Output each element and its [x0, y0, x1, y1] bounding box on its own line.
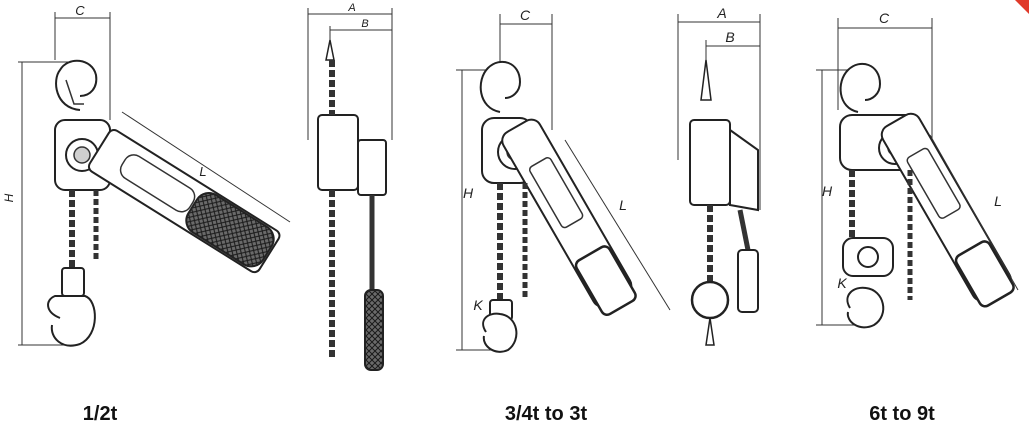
top-hook [55, 59, 98, 111]
lever-handle [87, 129, 281, 274]
knurled-grip [185, 192, 275, 268]
front-view-9t: C H L K [816, 10, 1019, 329]
figure-three-quarter-to-three-ton: C H L K [456, 5, 761, 425]
figure-six-to-nine-ton: C H L K 6t to 9t [816, 10, 1019, 425]
dim-label-k: K [473, 297, 483, 313]
dim-label-l: L [199, 164, 206, 179]
dim-label-k: K [837, 275, 847, 291]
bottom-hook [482, 312, 518, 353]
figure-half-ton: C H L [2, 2, 393, 425]
dim-l-line [929, 134, 1019, 291]
dim-label-b: B [361, 18, 368, 30]
caption-half-ton: 1/2t [83, 403, 118, 425]
side-view-half-ton: A B [307, 2, 393, 371]
dim-label-a: A [716, 5, 726, 21]
front-view-half-ton: C H L [2, 3, 291, 347]
side-body [689, 119, 731, 206]
caption-three-quarter-to-three-ton: 3/4t to 3t [505, 403, 588, 425]
dim-label-a: A [347, 2, 355, 14]
lever-handle [501, 118, 637, 317]
bottom-hook [846, 286, 885, 329]
dim-label-h: H [463, 185, 474, 201]
corner-accent [1015, 0, 1029, 14]
dim-label-c: C [520, 7, 531, 23]
dim-label-b: B [725, 29, 734, 45]
dim-label-l: L [619, 197, 627, 213]
top-hook [479, 60, 522, 113]
dim-label-h: H [822, 183, 833, 199]
dim-label-h: H [2, 193, 16, 202]
top-hook [839, 62, 882, 113]
dim-l-line [121, 111, 291, 223]
dim-label-l: L [994, 193, 1002, 209]
side-grip [364, 289, 384, 371]
side-body [317, 114, 359, 191]
lever-grip [954, 240, 1015, 308]
dim-label-c: C [75, 3, 85, 18]
dim-label-c: C [879, 10, 890, 26]
side-view-3t: A B [677, 5, 761, 346]
lever-handle [880, 112, 1015, 308]
front-view-3t: C H L K [456, 7, 671, 353]
caption-six-to-nine-ton: 6t to 9t [869, 403, 935, 425]
lever-grip [574, 245, 637, 317]
dim-l-line [564, 139, 671, 311]
bottom-hook [47, 295, 96, 347]
side-grip [737, 249, 759, 313]
